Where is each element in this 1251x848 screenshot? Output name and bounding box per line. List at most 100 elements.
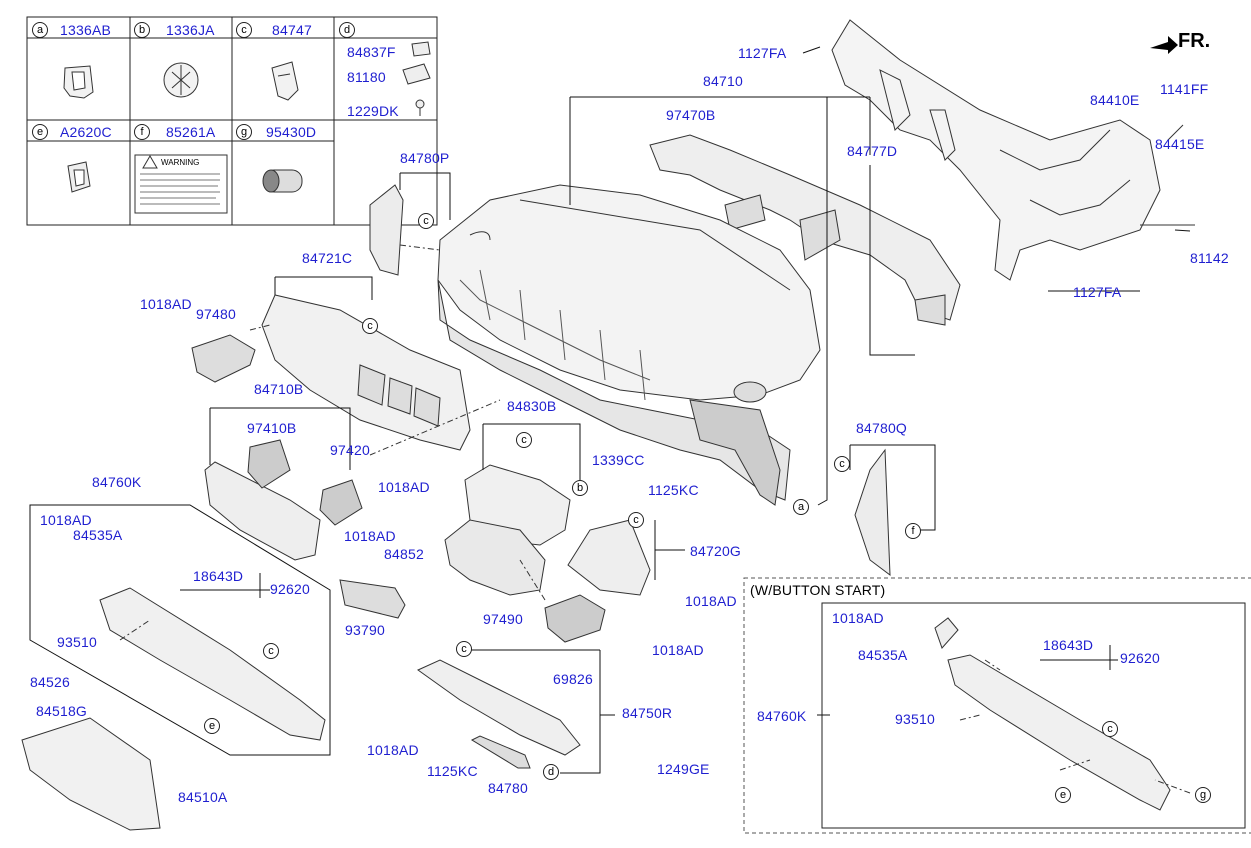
label-84760K: 84760K <box>92 474 142 490</box>
callout-c-inset: c <box>1102 721 1118 737</box>
inset-label-92620: 92620 <box>1120 650 1160 666</box>
callout-b-84830B: b <box>572 480 588 496</box>
dash-lines <box>119 244 1191 794</box>
label-84750R: 84750R <box>622 705 673 721</box>
clip-84747-icon <box>271 61 299 101</box>
button-95430D-icon <box>262 169 303 193</box>
label-1339CC: 1339CC <box>592 452 645 468</box>
callout-a-84710: a <box>793 499 809 515</box>
clip-1336AB-icon <box>63 65 94 99</box>
grommet-1336JA-icon <box>163 62 199 98</box>
inset-cover-84535A <box>934 617 959 649</box>
inset-label-93510: 93510 <box>895 711 935 727</box>
legend-part-b: 1336JA <box>166 22 215 38</box>
label-84780Q: 84780Q <box>856 420 908 436</box>
label-1018AD-a: 1018AD <box>140 296 192 312</box>
label-81142: 81142 <box>1190 250 1229 266</box>
switch-93790 <box>339 579 406 619</box>
label-97470B: 97470B <box>666 107 716 123</box>
label-1127FA-right: 1127FA <box>1073 284 1122 300</box>
label-92620: 92620 <box>270 581 310 597</box>
cowl-crossmember-84410E <box>831 19 1195 281</box>
label-1018AD-e: 1018AD <box>685 593 737 609</box>
cover-84720G <box>567 519 651 596</box>
callout-c-84780Q: c <box>834 456 850 472</box>
legend-part-g: 95430D <box>266 124 317 140</box>
legend-d-part-1: 84837F <box>347 44 396 60</box>
legend-part-c: 84747 <box>272 22 312 38</box>
lower-panel-84760K <box>99 587 326 741</box>
leader-lines <box>29 46 1191 774</box>
label-84777D: 84777D <box>847 143 898 159</box>
label-84830B: 84830B <box>507 398 557 414</box>
cover-84780 <box>470 735 531 769</box>
label-84526: 84526 <box>30 674 70 690</box>
inset-label-1018AD: 1018AD <box>832 610 884 626</box>
legend-d-part-2: 81180 <box>347 69 386 85</box>
label-93510: 93510 <box>57 634 97 650</box>
crash-pad-84710 <box>437 184 821 506</box>
callout-c-84721C: c <box>362 318 378 334</box>
label-97490: 97490 <box>483 611 523 627</box>
legend-part-e: A2620C <box>60 124 112 140</box>
label-1125KC-b: 1125KC <box>427 763 478 779</box>
warning-label-85261A-icon: WARNING <box>134 154 228 214</box>
warning-label-text: WARNING <box>161 158 199 167</box>
label-84410E: 84410E <box>1090 92 1140 108</box>
label-84780: 84780 <box>488 780 528 796</box>
inset-lower-panel <box>947 654 1171 811</box>
air-vent-97490 <box>544 594 606 643</box>
inset-title: (W/BUTTON START) <box>750 582 886 598</box>
label-84710B: 84710B <box>254 381 304 397</box>
label-1018AD-f: 1018AD <box>652 642 704 658</box>
label-1127FA-top: 1127FA <box>738 45 787 61</box>
label-84510A: 84510A <box>178 789 228 805</box>
label-97410B: 97410B <box>247 420 297 436</box>
callout-e-84760K: e <box>204 718 220 734</box>
callout-c-84760K: c <box>263 643 279 659</box>
air-vent-97420 <box>319 479 363 526</box>
label-69826: 69826 <box>553 671 593 687</box>
label-84721C: 84721C <box>302 250 353 266</box>
callout-g-inset: g <box>1195 787 1211 803</box>
bracket-84837F-icon <box>402 41 431 116</box>
callout-f-84780Q: f <box>905 523 921 539</box>
callout-c-84830B: c <box>516 432 532 448</box>
label-1125KC-a: 1125KC <box>648 482 699 498</box>
label-84852: 84852 <box>384 546 424 562</box>
air-vent-97410B <box>247 439 291 489</box>
glove-box-84510A <box>21 717 161 831</box>
callout-c-84720G: c <box>628 512 644 528</box>
side-cover-84780P <box>369 184 404 276</box>
legend-grid <box>26 16 438 226</box>
label-84415E: 84415E <box>1155 136 1205 152</box>
center-fascia-84710B <box>204 461 321 561</box>
legend-letter-b: b <box>134 22 150 38</box>
side-cover-84780Q <box>854 448 891 577</box>
callout-c-84750R: c <box>456 641 472 657</box>
label-84518G: 84518G <box>36 703 88 719</box>
front-arrow-icon <box>1150 36 1178 54</box>
dash-support-brackets <box>459 269 651 401</box>
label-1018AD-b: 1018AD <box>378 479 430 495</box>
inset-outer-frame <box>743 577 1251 834</box>
center-panel-slots <box>357 364 441 427</box>
label-97480: 97480 <box>196 306 236 322</box>
legend-letter-d: d <box>339 22 355 38</box>
callout-c-84780P: c <box>418 213 434 229</box>
label-1141FF: 1141FF <box>1160 81 1209 97</box>
label-1018AD-d: 1018AD <box>344 528 396 544</box>
label-84710: 84710 <box>703 73 743 89</box>
steering-cover-84852 <box>444 519 546 596</box>
label-18643D: 18643D <box>193 568 244 584</box>
label-1249GE: 1249GE <box>657 761 710 777</box>
label-1018AD-g: 1018AD <box>367 742 419 758</box>
front-direction-label: FR. <box>1178 30 1211 52</box>
inset-label-84535A: 84535A <box>858 647 908 663</box>
air-duct-97470B <box>649 134 961 326</box>
callout-e-inset: e <box>1055 787 1071 803</box>
legend-letter-a: a <box>32 22 48 38</box>
legend-d-part-3: 1229DK <box>347 103 399 119</box>
label-1018AD-c: 1018AD <box>40 512 92 528</box>
legend-letter-f: f <box>134 124 150 140</box>
